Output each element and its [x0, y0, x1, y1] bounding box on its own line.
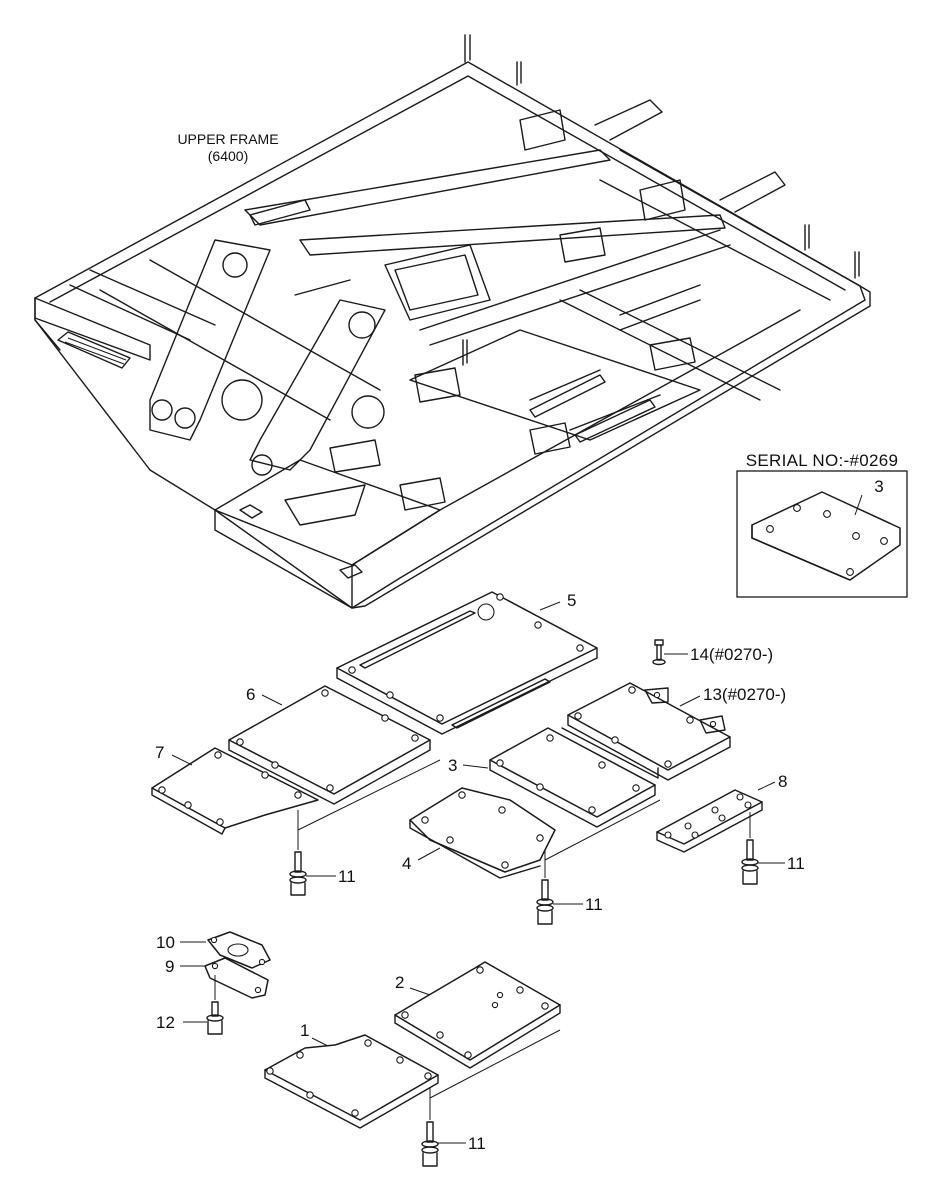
callout-7: 7: [155, 743, 164, 762]
serial-inset-box: [736, 470, 908, 598]
plate-5: [336, 591, 598, 735]
plate-9: [204, 957, 269, 999]
upper-frame-drawing: [34, 34, 871, 609]
callout-11-a: 11: [338, 867, 356, 886]
frame-title-line2: (6400): [208, 148, 248, 164]
plate-13: [567, 682, 731, 781]
plate-2: [394, 961, 561, 1069]
bolt-11-a: [289, 759, 441, 896]
bolt-14: [652, 639, 666, 666]
callout-13: 13(#0270-): [703, 685, 786, 704]
callout-3: 3: [448, 756, 457, 775]
callout-14: 14(#0270-): [690, 645, 773, 664]
frame-title-line1: UPPER FRAME: [177, 131, 278, 147]
plate-10: [207, 931, 271, 969]
plate-6: [228, 685, 431, 805]
serial-box-part-label: 3: [874, 477, 883, 496]
plate-1: [264, 1034, 439, 1129]
callout-10: 10: [156, 933, 175, 952]
callout-11-d: 11: [468, 1134, 486, 1153]
plate-3: [489, 727, 659, 828]
bolt-12: [206, 975, 224, 1035]
callout-1: 1: [300, 1021, 309, 1040]
callout-6: 6: [246, 685, 255, 704]
callout-2: 2: [395, 973, 404, 992]
plate-7: [151, 747, 319, 835]
serial-box-title: SERIAL NO:-#0269: [746, 451, 899, 470]
callout-8: 8: [778, 772, 787, 791]
bolt-11-b: [536, 799, 661, 925]
callout-11-b: 11: [585, 895, 603, 914]
bolt-11-d: [421, 1029, 561, 1167]
callout-9: 9: [165, 957, 174, 976]
callout-12: 12: [156, 1013, 175, 1032]
callout-4: 4: [402, 854, 411, 873]
callout-5: 5: [567, 591, 576, 610]
plate-8: [656, 789, 763, 853]
callout-11-c: 11: [787, 854, 805, 873]
bolt-11-c: [741, 812, 759, 885]
plate-4: [409, 787, 556, 879]
